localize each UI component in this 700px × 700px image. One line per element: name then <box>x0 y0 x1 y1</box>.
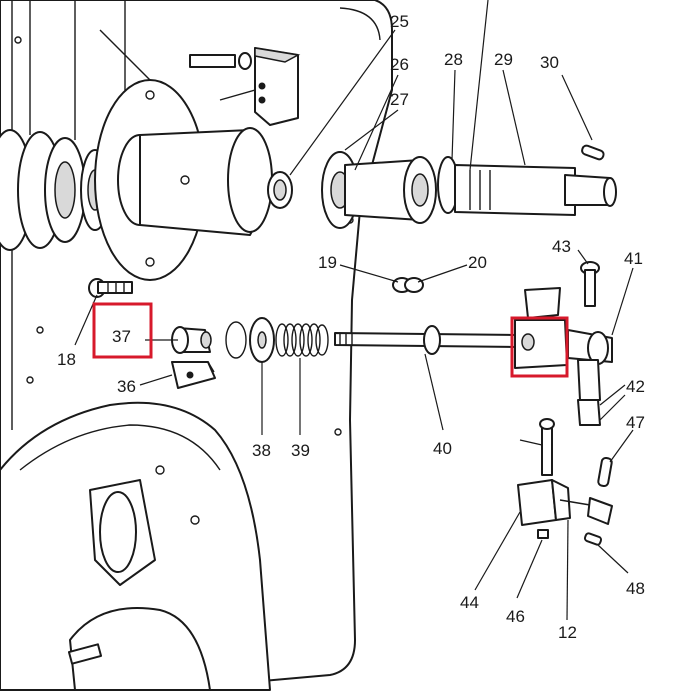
highlight-box-37 <box>92 302 153 359</box>
pin-47 <box>597 456 613 488</box>
top-block-assembly <box>189 47 301 126</box>
label-38: 38 <box>252 441 271 460</box>
label-30: 30 <box>540 53 559 72</box>
washer-38 <box>249 317 275 363</box>
label-39: 39 <box>291 441 310 460</box>
pin-46 <box>537 529 549 539</box>
clevis-36 <box>171 361 216 389</box>
key-30 <box>581 144 605 161</box>
label-29: 29 <box>494 50 513 69</box>
hub-flange <box>94 29 273 281</box>
label-28: 28 <box>444 50 463 69</box>
label-12: 12 <box>558 623 577 642</box>
label-43: 43 <box>552 237 571 256</box>
label-27: 27 <box>390 90 409 109</box>
bolt-18 <box>88 278 133 298</box>
bracket-44 <box>517 418 613 526</box>
label-36: 36 <box>117 377 136 396</box>
bushing-25 <box>267 171 293 209</box>
label-25: 25 <box>390 12 409 31</box>
label-46: 46 <box>506 607 525 626</box>
nuts-19-20 <box>392 277 424 293</box>
spring-39 <box>275 323 329 357</box>
label-42: 42 <box>626 377 645 396</box>
label-41: 41 <box>624 249 643 268</box>
o-ring <box>225 321 247 359</box>
label-40: 40 <box>433 439 452 458</box>
bearing-26-27 <box>321 151 459 229</box>
label-48: 48 <box>626 579 645 598</box>
pin-48 <box>583 532 603 546</box>
collar-37 <box>171 326 212 354</box>
label-26: 26 <box>390 55 409 74</box>
label-18: 18 <box>57 350 76 369</box>
label-19: 19 <box>318 253 337 272</box>
bolt-43 <box>580 261 600 307</box>
label-37: 37 <box>112 327 131 346</box>
fork-assembly <box>514 287 613 426</box>
lower-casting <box>0 401 271 691</box>
rod-40 <box>334 325 516 355</box>
leader-lines <box>74 0 634 621</box>
label-20: 20 <box>468 253 487 272</box>
label-47: 47 <box>626 413 645 432</box>
highlight-box-part <box>510 316 569 378</box>
shaft-29 <box>454 164 617 216</box>
label-44: 44 <box>460 593 479 612</box>
